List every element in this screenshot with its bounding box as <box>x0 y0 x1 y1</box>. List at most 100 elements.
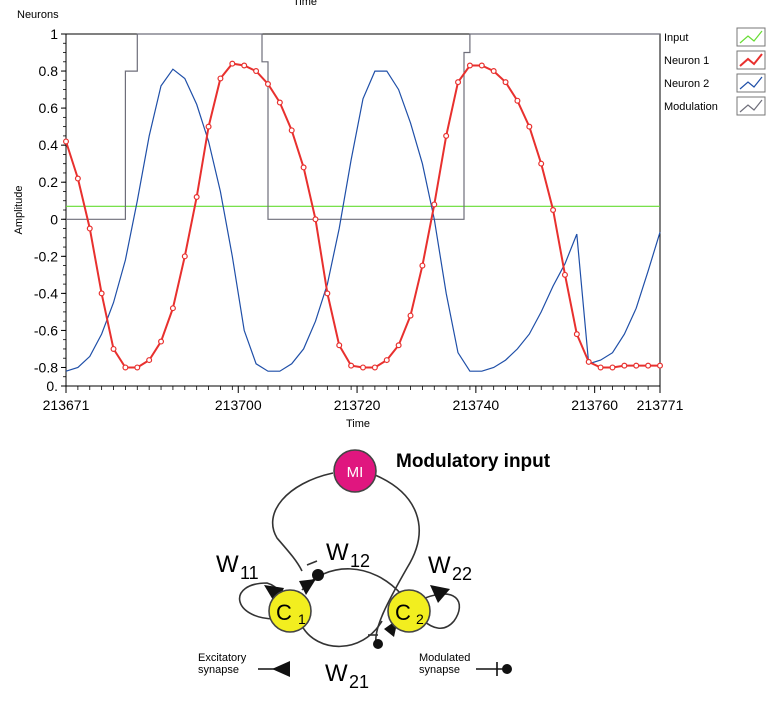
excitatory-arrow-w22 <box>430 585 450 603</box>
legend-swatch-line-neuron-2 <box>739 76 763 90</box>
corner-label: Neurons <box>17 9 59 21</box>
x-tick-label: 213700 <box>215 397 262 413</box>
legend-swatch-neuron-2[interactable] <box>736 73 766 93</box>
data-point-neuron-1 <box>526 123 533 130</box>
data-point-neuron-1 <box>264 81 271 88</box>
data-point-neuron-1 <box>561 271 568 278</box>
legend-swatch-neuron-1[interactable] <box>736 50 766 70</box>
data-point-neuron-1 <box>300 164 307 171</box>
plot-area <box>65 33 661 387</box>
excitatory-legend-arrow <box>272 661 290 677</box>
data-point-neuron-1 <box>395 342 402 349</box>
data-point-neuron-1 <box>110 345 117 352</box>
w11-label: W <box>216 551 239 578</box>
x-tick-label: 213720 <box>334 397 381 413</box>
data-point-neuron-1 <box>122 364 129 371</box>
series-line-neuron-2 <box>65 68 661 372</box>
y-tick-label: -0.6 <box>34 322 58 338</box>
c2-to-c1-bottom-link <box>301 620 383 648</box>
data-point-neuron-1 <box>502 79 509 86</box>
data-point-neuron-1 <box>431 201 438 208</box>
mi-to-c1-wire <box>271 472 334 572</box>
data-point-neuron-1 <box>276 99 283 106</box>
data-point-neuron-1 <box>205 123 212 130</box>
series-line-modulation <box>66 33 660 220</box>
data-point-neuron-1 <box>146 357 153 364</box>
circuit-diagram: MI C 1 C 2 Modulatory input W 11 W 12 W … <box>192 443 588 705</box>
data-point-neuron-1 <box>62 138 69 145</box>
data-point-neuron-1 <box>407 312 414 319</box>
w11-subscript: 11 <box>240 563 259 583</box>
data-point-neuron-1 <box>288 127 295 134</box>
w22-label: W <box>428 552 451 579</box>
y-tick-label: 0.4 <box>39 137 59 153</box>
data-point-neuron-1 <box>371 364 378 371</box>
chart: Time Neurons 10.80.60.40.20-0.2-0.4-0.6-… <box>13 0 766 430</box>
diagram-title: Modulatory input <box>396 451 551 472</box>
x-tick-label: 213740 <box>453 397 500 413</box>
data-point-neuron-1 <box>360 364 367 371</box>
w12-label: W <box>326 539 349 566</box>
data-point-neuron-1 <box>217 75 224 82</box>
series-layer <box>62 33 663 372</box>
data-point-neuron-1 <box>134 364 141 371</box>
data-point-neuron-1 <box>478 62 485 69</box>
y-tick-label: 0.8 <box>39 63 59 79</box>
c1-subscript: 1 <box>298 611 306 627</box>
data-point-neuron-1 <box>585 358 592 365</box>
c2-label: C <box>395 600 411 625</box>
excitatory-arrow-w12 <box>299 579 316 595</box>
y-tick-label: -0.4 <box>34 285 58 301</box>
data-point-neuron-1 <box>597 364 604 371</box>
data-point-neuron-1 <box>193 194 200 201</box>
data-point-neuron-1 <box>645 362 652 369</box>
excitatory-legend-line1: Excitatory <box>198 652 247 664</box>
data-point-neuron-1 <box>383 357 390 364</box>
excitatory-arrow-w11 <box>264 585 284 605</box>
legend-swatch-line-input <box>739 30 763 44</box>
w21-subscript: 21 <box>349 672 369 692</box>
data-point-neuron-1 <box>573 331 580 338</box>
mi-node <box>333 449 377 493</box>
y-axis-label: Amplitude <box>13 186 25 235</box>
data-point-neuron-1 <box>181 253 188 260</box>
data-point-neuron-1 <box>609 364 616 371</box>
data-point-neuron-1 <box>443 132 450 139</box>
w22-subscript: 22 <box>452 564 472 584</box>
data-point-neuron-1 <box>312 216 319 223</box>
legend-label-input: Input <box>664 32 688 44</box>
data-point-neuron-1 <box>74 175 81 182</box>
data-point-neuron-1 <box>633 362 640 369</box>
data-point-neuron-1 <box>621 362 628 369</box>
c2-node <box>387 589 431 633</box>
y-tick-label: -0.8 <box>34 359 58 375</box>
data-point-neuron-1 <box>336 342 343 349</box>
data-point-neuron-1 <box>348 362 355 369</box>
y-tick-label: 0.2 <box>39 174 59 190</box>
legend-swatch-modulation[interactable] <box>736 96 766 116</box>
c1-label: C <box>276 600 292 625</box>
modulated-synapse-dot-bottom <box>373 639 383 649</box>
data-point-neuron-1 <box>656 362 663 369</box>
y-tick-label: 0.6 <box>39 100 59 116</box>
legend-swatch-input[interactable] <box>736 27 766 47</box>
data-point-neuron-1 <box>169 305 176 312</box>
w12-subscript: 12 <box>350 551 370 571</box>
data-point-neuron-1 <box>229 60 236 67</box>
y-tick-label: 1 <box>50 26 58 42</box>
y-axis: 10.80.60.40.20-0.2-0.4-0.6-0.80. <box>34 26 66 394</box>
legend-swatch-line-neuron-1 <box>739 53 763 67</box>
c2-subscript: 2 <box>416 611 424 627</box>
modulated-synapse-bar-top <box>306 560 318 566</box>
legend-swatch-line-modulation <box>739 99 763 113</box>
x-tick-label: 213771 <box>637 397 684 413</box>
legend-label-modulation: Modulation <box>664 101 718 113</box>
data-point-neuron-1 <box>466 62 473 69</box>
legend-label-neuron-2: Neuron 2 <box>664 78 709 90</box>
data-point-neuron-1 <box>98 290 105 297</box>
data-point-neuron-1 <box>550 207 557 214</box>
modulated-legend-dot <box>502 664 512 674</box>
data-point-neuron-1 <box>86 225 93 232</box>
x-tick-label: 213671 <box>43 397 90 413</box>
